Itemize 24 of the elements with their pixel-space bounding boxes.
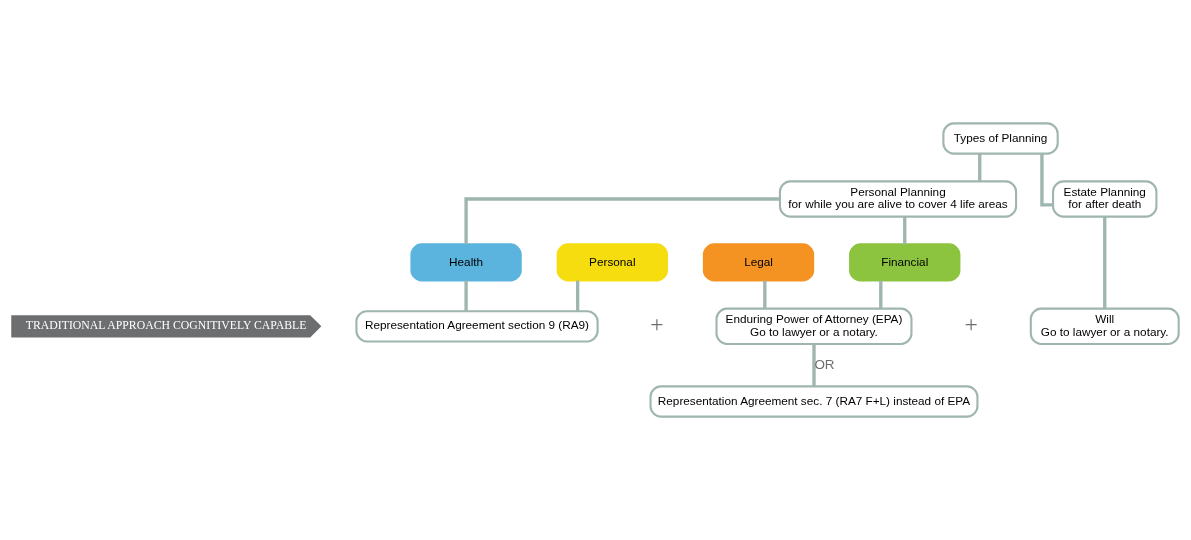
edge-label: OR (814, 356, 835, 372)
node-box: Legal (702, 243, 815, 282)
connector (978, 153, 982, 182)
node-box: Personal (556, 243, 668, 282)
connector (575, 280, 580, 311)
connector (464, 280, 468, 311)
connector (1040, 153, 1053, 207)
node-box: Financial (849, 243, 961, 282)
node-box: Health (410, 243, 522, 282)
label: + (964, 311, 978, 338)
connector (763, 280, 767, 309)
connector (464, 197, 780, 245)
node-box: Estate Planning for after death (1052, 180, 1158, 218)
connector (1103, 216, 1107, 309)
node-box: Personal Planning for while you are alive to cover 4 life areas (778, 180, 1018, 218)
connector (879, 280, 883, 309)
label: + (650, 311, 664, 338)
node-box: Representation Agreement section 9 (RA9) (355, 310, 599, 343)
node-box: Types of Planning (942, 122, 1059, 155)
node-box: Representation Agreement sec. 7 (RA7 F+L) instead of EPA (649, 385, 979, 418)
connector (903, 216, 907, 245)
node-box: Will Go to lawyer or a notary. (1029, 307, 1180, 345)
node-box: Enduring Power of Attorney (EPA) Go to lawyer or a notary. (715, 307, 913, 345)
connector (812, 344, 816, 387)
